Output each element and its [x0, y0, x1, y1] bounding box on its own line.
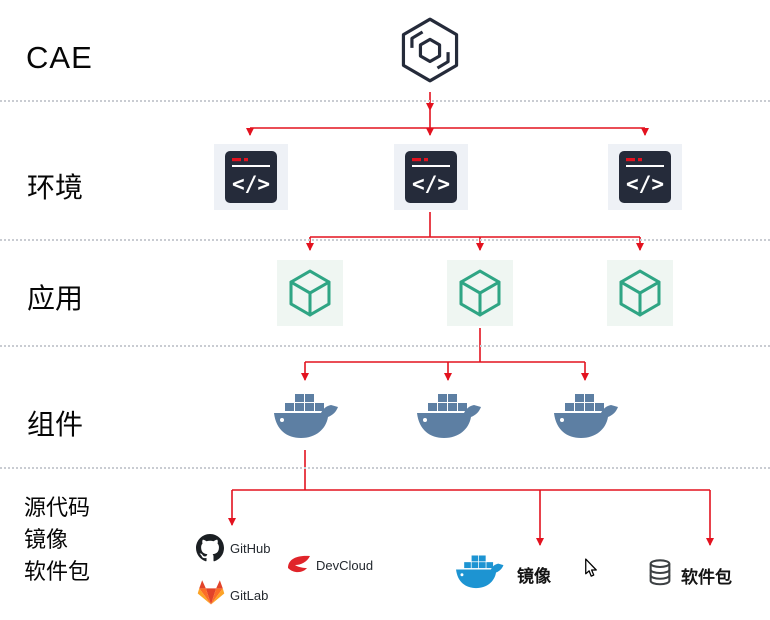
package-database-icon: [647, 559, 673, 591]
image-label: 镜像: [517, 567, 551, 586]
row-label-environment: 环境: [27, 172, 84, 203]
row-separator: [0, 467, 770, 469]
docker-image-icon: [452, 554, 506, 599]
github-icon: [196, 534, 224, 567]
devcloud-icon: [286, 553, 312, 580]
gitlab-label: GitLab: [230, 588, 269, 603]
github-label: GitHub: [230, 541, 271, 556]
row-separator: [0, 100, 770, 102]
component-docker-icon-1: [269, 392, 341, 451]
row-label-image: 镜像: [24, 527, 69, 552]
environment-terminal-icon-3: [608, 144, 682, 210]
devcloud-label: DevCloud: [316, 558, 374, 573]
component-docker-icon-3: [549, 392, 621, 451]
row-label-source-code: 源代码: [24, 495, 91, 520]
row-label-application: 应用: [27, 283, 84, 314]
application-cube-icon-3: [607, 260, 673, 326]
cae-logo-icon: [396, 16, 464, 89]
component-docker-icon-2: [412, 392, 484, 451]
mouse-cursor: [584, 558, 598, 583]
environment-terminal-icon-2: [394, 144, 468, 210]
row-label-package: 软件包: [24, 559, 91, 584]
row-separator: [0, 345, 770, 347]
row-label-sources: 源代码 镜像 软件包: [24, 492, 90, 588]
package-label: 软件包: [681, 568, 732, 587]
gitlab-icon: [196, 578, 226, 611]
application-cube-icon-2: [447, 260, 513, 326]
row-separator: [0, 239, 770, 241]
application-cube-icon-1: [277, 260, 343, 326]
row-label-cae: CAE: [26, 40, 93, 75]
environment-terminal-icon-1: [214, 144, 288, 210]
row-label-component: 组件: [27, 409, 84, 440]
